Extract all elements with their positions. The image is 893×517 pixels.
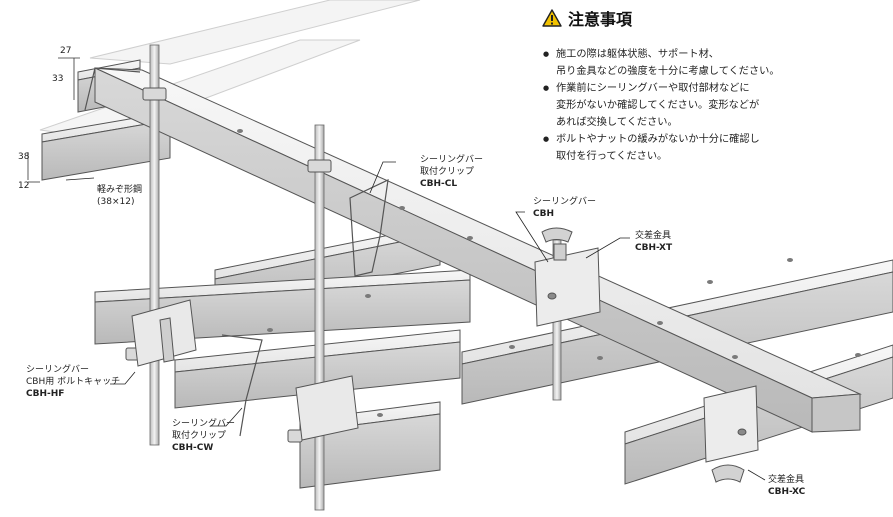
label-cbh-xc-line1: 交差金具 (768, 475, 805, 485)
caution-item-1-line-1: 施工の際は躯体状態、サポート材、 (556, 49, 719, 60)
cross-fitting-cbh-xc (703, 385, 759, 483)
nuts (125, 87, 332, 443)
caution-item-2-line-2: 変形がないか確認してください。変形などが (556, 100, 760, 111)
caution-item: 作業前にシーリングバーや取付部材などに 変形がないか確認してください。変形などが… (542, 80, 887, 131)
leader-lines (65, 161, 766, 481)
caution-item: 施工の際は躯体状態、サポート材、 吊り金具などの強度を十分に考慮してください。 (542, 46, 887, 80)
label-cbh-xt-code: CBH-XT (635, 243, 673, 253)
label-cbh-line1: シーリングバー (533, 197, 597, 207)
label-cbh-hf: シーリングバー CBH用 ボルトキャッチ CBH-HF (26, 364, 120, 400)
clip-cbh-cw (221, 334, 359, 441)
warning-icon (542, 9, 562, 27)
label-cbh-code: CBH (533, 209, 554, 219)
label-cbh-xc-code: CBH-XC (768, 487, 806, 497)
caution-notes: 注意事項 施工の際は躯体状態、サポート材、 吊り金具などの強度を十分に考慮してく… (542, 6, 887, 165)
clip-cbh-cl (84, 67, 389, 277)
label-cbh: シーリングバー CBH (533, 196, 596, 220)
dim-width-top: 27 (60, 46, 72, 56)
dimension-lines (27, 57, 80, 183)
label-cbh-hf-line1: シーリングバー (26, 365, 90, 375)
label-cbh-xt-line1: 交差金具 (635, 231, 672, 241)
cross-fitting-cbh-xt (534, 227, 601, 327)
caution-list: 施工の際は躯体状態、サポート材、 吊り金具などの強度を十分に考慮してください。 … (542, 46, 887, 165)
label-cbh-cl-line2: 取付クリップ (420, 167, 475, 177)
caution-item-3-line-2: 取付を行ってください。 (556, 151, 668, 162)
label-cbh-cw-line2: 取付クリップ (172, 431, 227, 441)
label-channel-line1: 軽みぞ形鋼 (97, 185, 143, 195)
label-cbh-cl: シーリングバー 取付クリップ CBH-CL (420, 154, 483, 190)
label-channel-steel: 軽みぞ形鋼 (38×12) (97, 184, 142, 208)
dim-height-side: 38 (18, 152, 30, 162)
label-cbh-hf-code: CBH-HF (26, 389, 65, 399)
caution-item-1-line-2: 吊り金具などの強度を十分に考慮してください。 (556, 66, 780, 77)
dim-width-side: 12 (18, 181, 30, 191)
caution-title: 注意事項 (568, 10, 633, 29)
label-cbh-cl-code: CBH-CL (420, 179, 458, 189)
label-cbh-cw-line1: シーリングバー (172, 419, 236, 429)
caution-item-2-line-3: あれば交換してください。 (556, 117, 678, 128)
caution-item-3-line-1: ボルトやナットの緩みがないか十分に確認し (556, 134, 760, 145)
label-cbh-cl-line1: シーリングバー (420, 155, 484, 165)
label-channel-line2: (38×12) (97, 197, 135, 207)
label-cbh-hf-line2: CBH用 ボルトキャッチ (26, 377, 121, 387)
bolt-catch-cbh-hf (131, 299, 197, 367)
caution-item: ボルトやナットの緩みがないか十分に確認し 取付を行ってください。 (542, 131, 887, 165)
label-cbh-cw: シーリングバー 取付クリップ CBH-CW (172, 418, 235, 454)
label-cbh-cw-code: CBH-CW (172, 443, 214, 453)
ceiling-bar-cbh (94, 67, 862, 433)
caution-item-2-line-1: 作業前にシーリングバーや取付部材などに (556, 83, 750, 94)
label-cbh-xt: 交差金具 CBH-XT (635, 230, 672, 254)
dim-height-top: 33 (52, 74, 64, 84)
caution-heading: 注意事項 (542, 6, 887, 30)
label-cbh-xc: 交差金具 CBH-XC (768, 474, 805, 498)
